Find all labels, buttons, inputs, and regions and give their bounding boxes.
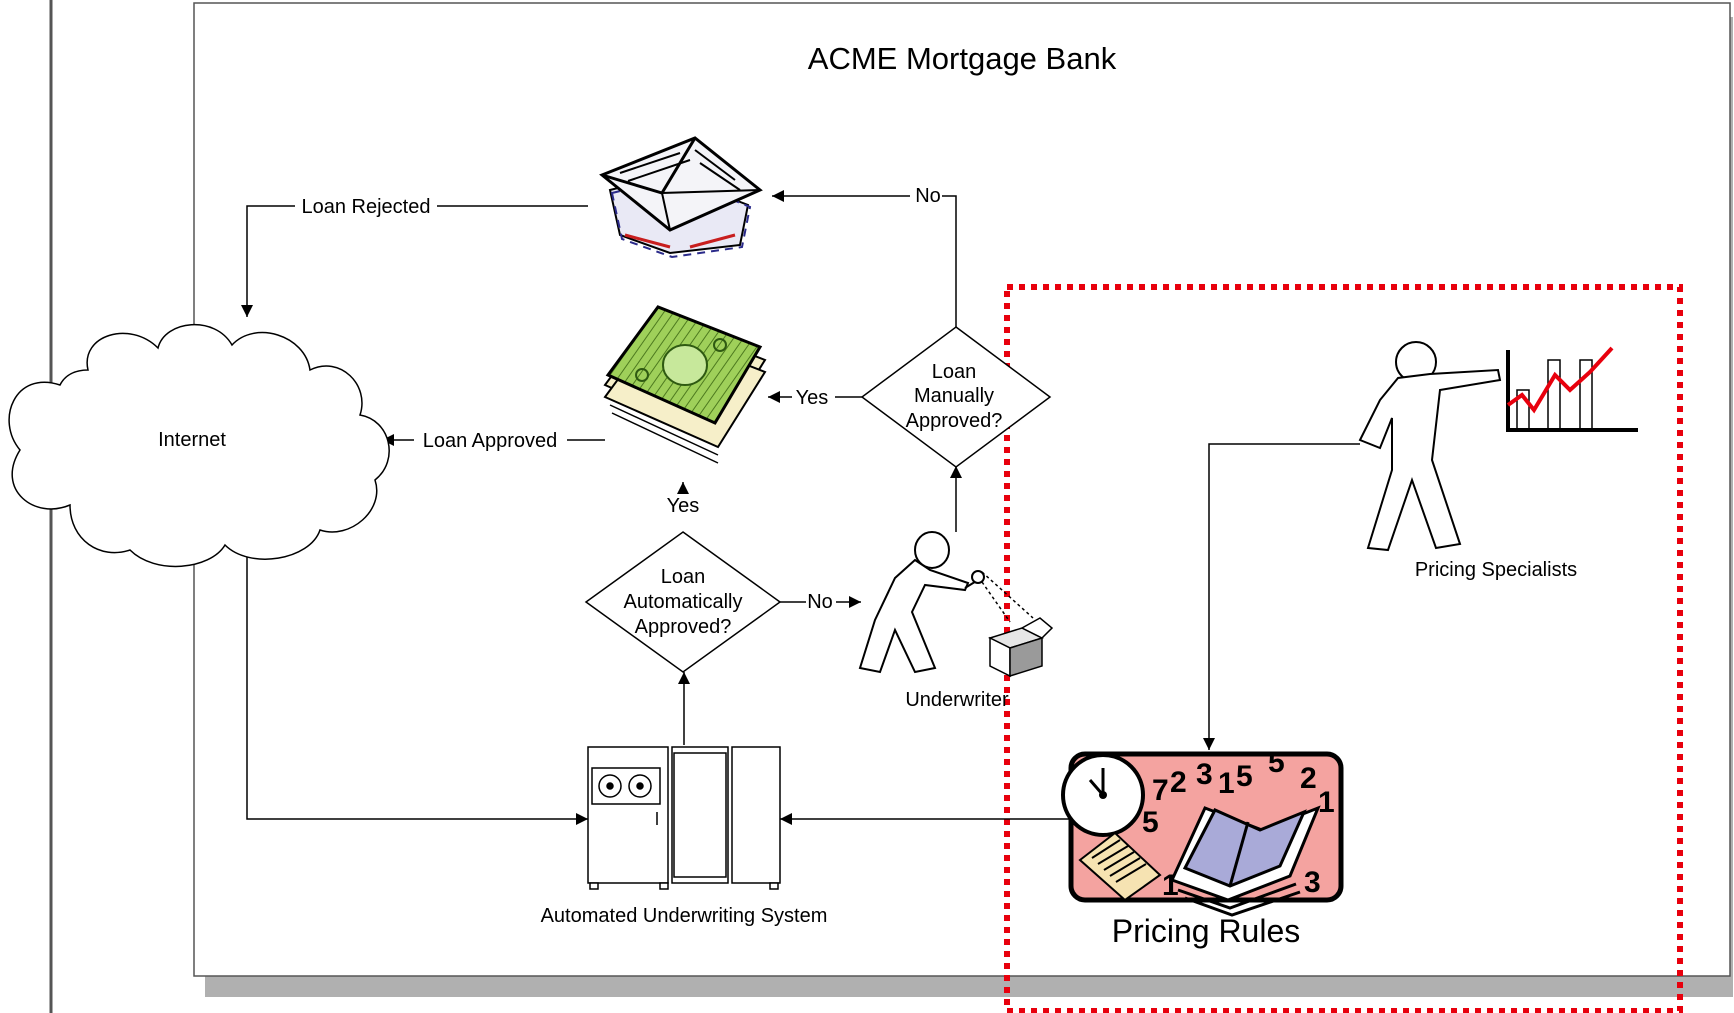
auto-approval-decision: Loan Automatically Approved? xyxy=(584,531,782,673)
bar-chart-icon xyxy=(1506,346,1638,432)
label-no-manual: No xyxy=(915,185,941,207)
rule-number: 5 xyxy=(1268,746,1285,779)
label-loan-approved: Loan Approved xyxy=(423,430,558,452)
label-yes-auto: Yes xyxy=(667,495,700,517)
rule-number: 2 xyxy=(1170,766,1187,799)
envelopes-icon xyxy=(599,136,763,259)
rule-number: 3 xyxy=(1196,758,1213,791)
bank-boundary xyxy=(193,2,1733,997)
underwriter: Underwriter xyxy=(858,531,1054,711)
pricing-rules-label: Pricing Rules xyxy=(1112,913,1301,949)
cloud-icon xyxy=(8,323,390,568)
label-no-auto: No xyxy=(807,591,833,613)
aus-label: Automated Underwriting System xyxy=(541,905,828,927)
automated-underwriting-system: Automated Underwriting System xyxy=(541,746,828,927)
internet-label: Internet xyxy=(158,429,226,451)
manual-decision-line3: Approved? xyxy=(906,410,1003,432)
money-stack-icon xyxy=(603,305,767,464)
pricing-specialists-label: Pricing Specialists xyxy=(1415,559,1577,581)
rule-number: 2 xyxy=(1300,762,1317,795)
edge-internet-aus xyxy=(246,532,588,825)
internet-cloud: Internet xyxy=(8,323,390,568)
auto-decision-line3: Approved? xyxy=(635,616,732,638)
rule-number: 3 xyxy=(1304,866,1321,899)
manual-decision-line2: Manually xyxy=(914,385,994,407)
manual-approval-decision: Loan Manually Approved? xyxy=(860,326,1052,468)
label-yes-manual: Yes xyxy=(796,387,829,409)
book-icon xyxy=(1169,805,1321,917)
pricing-specialists: Pricing Specialists xyxy=(1358,341,1638,581)
auto-decision-line2: Automatically xyxy=(624,591,743,613)
edge-loan-rejected-right xyxy=(241,205,295,317)
rule-number: 5 xyxy=(1236,760,1253,793)
manual-decision-line1: Loan xyxy=(932,361,977,383)
rule-number: 1 xyxy=(1218,767,1235,800)
box-icon xyxy=(988,617,1054,678)
rule-number: 1 xyxy=(1318,786,1335,819)
label-loan-rejected: Loan Rejected xyxy=(302,196,431,218)
edge-specialists-rules xyxy=(1203,443,1360,750)
pricing-highlight-box xyxy=(1004,284,1683,1013)
rule-number: 5 xyxy=(1142,806,1159,839)
presenter-person-icon xyxy=(1358,341,1502,552)
server-cabinet-icon xyxy=(587,746,781,890)
connectors xyxy=(241,190,1360,825)
diagram-title: ACME Mortgage Bank xyxy=(808,41,1117,76)
auto-decision-line1: Loan xyxy=(661,566,706,588)
rule-number: 7 xyxy=(1152,774,1169,807)
document-icon xyxy=(1078,831,1162,902)
edge-no-manual-up xyxy=(942,195,957,327)
clock-icon xyxy=(1061,753,1145,837)
underwriter-person-icon xyxy=(858,531,1034,674)
underwriter-label: Underwriter xyxy=(905,689,1009,711)
